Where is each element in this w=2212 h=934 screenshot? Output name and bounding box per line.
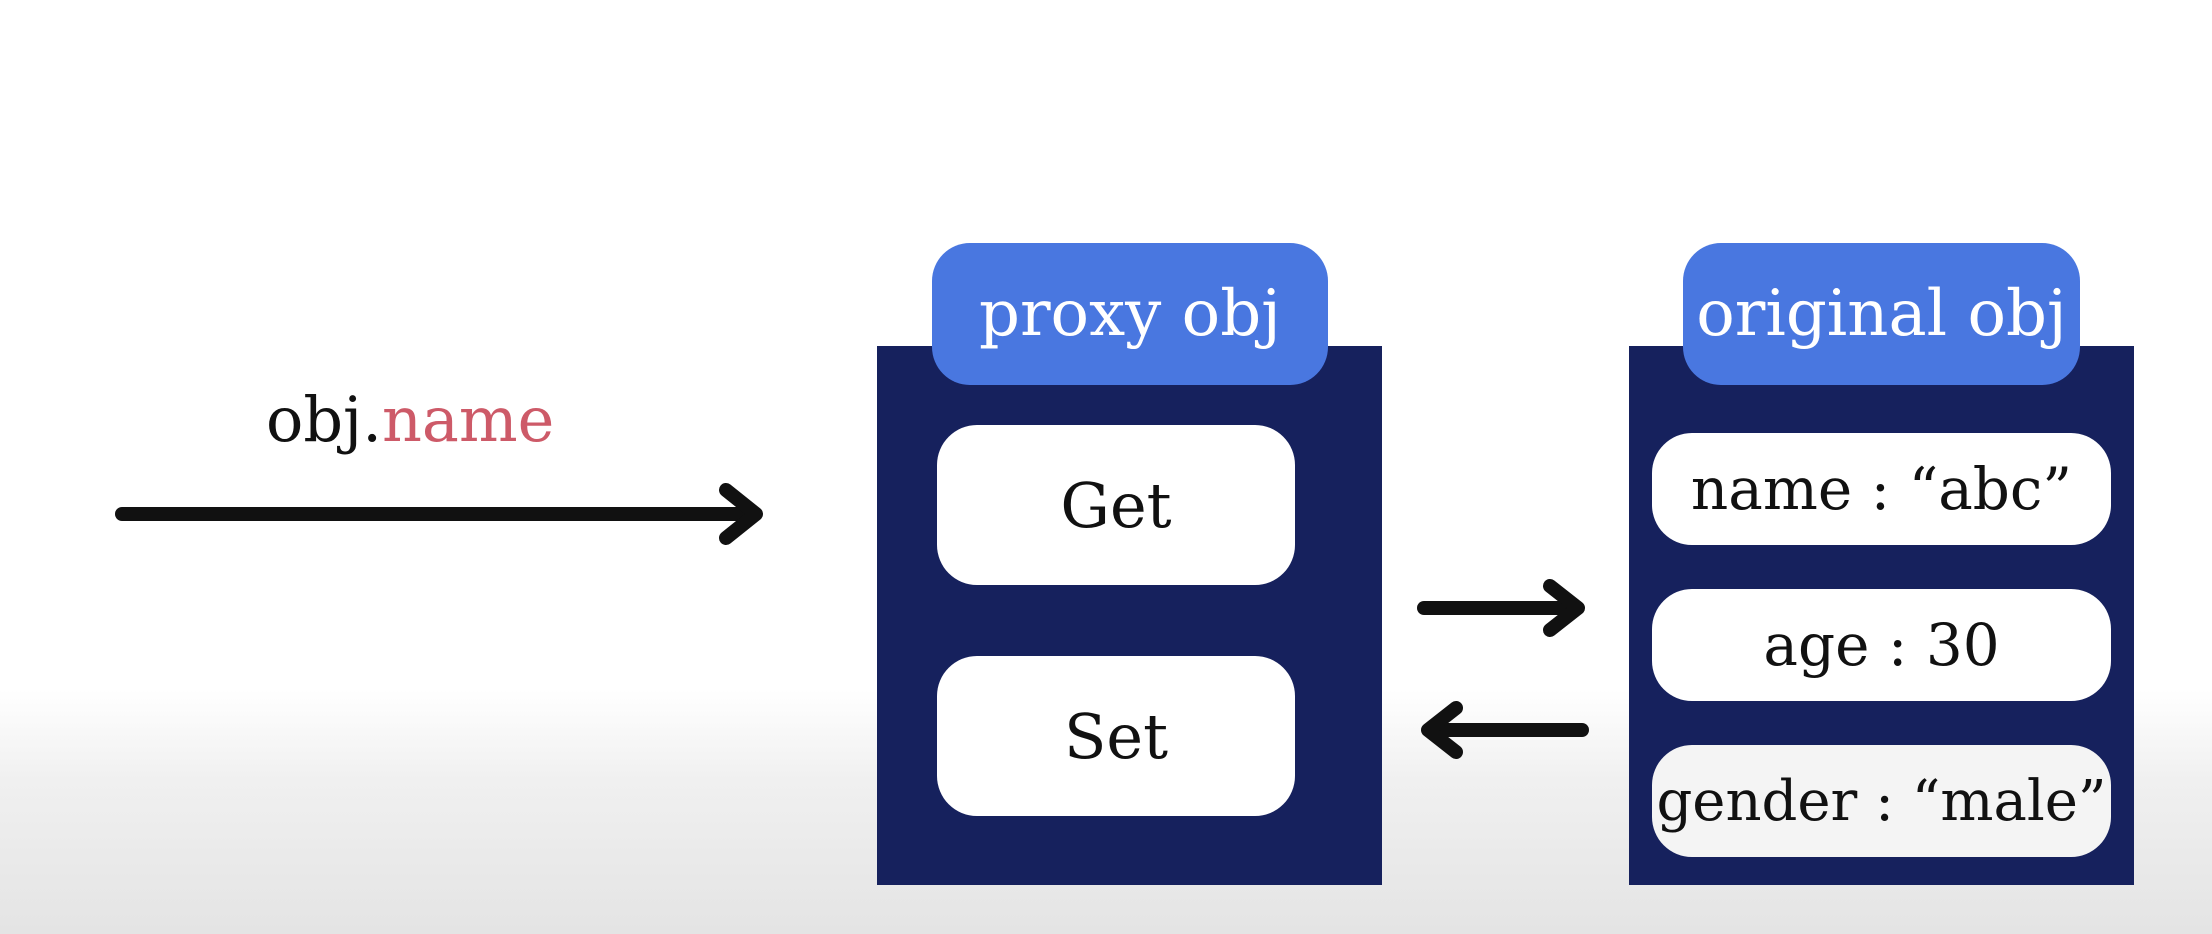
set-trap: Set bbox=[937, 656, 1295, 816]
original-object-title: original obj bbox=[1683, 243, 2080, 385]
property-access-expression: obj.name bbox=[266, 378, 554, 462]
return-arrow bbox=[1421, 701, 1589, 759]
access-arrow bbox=[115, 483, 763, 545]
forward-arrow bbox=[1417, 579, 1585, 637]
field-age: age : 30 bbox=[1652, 589, 2111, 701]
property-name: name bbox=[381, 383, 555, 456]
get-trap: Get bbox=[937, 425, 1295, 585]
proxy-object-title: proxy obj bbox=[932, 243, 1328, 385]
field-gender: gender : “male” bbox=[1652, 745, 2111, 857]
object-reference: obj. bbox=[266, 383, 382, 456]
field-name: name : “abc” bbox=[1652, 433, 2111, 545]
